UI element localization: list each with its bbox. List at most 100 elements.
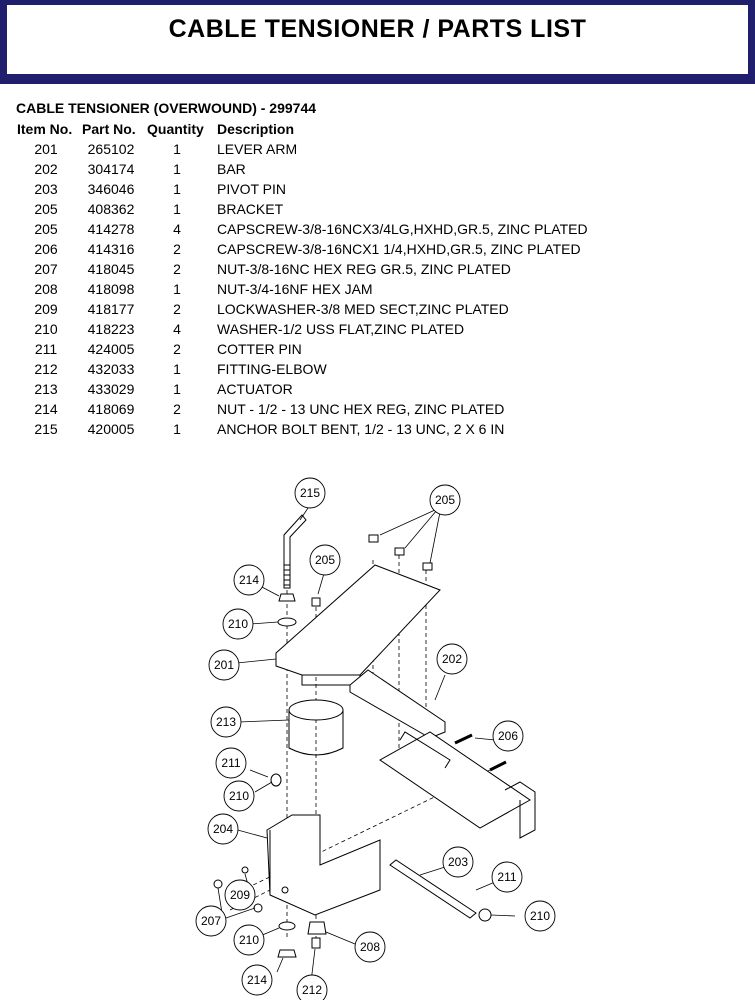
- table-header-row: Item No. Part No. Quantity Description: [14, 119, 592, 139]
- item-no-cell: 211: [34, 341, 58, 357]
- lockwasher-left: [241, 866, 249, 874]
- description-cell: COTTER PIN: [217, 341, 302, 357]
- part-no-cell: 418045: [87, 261, 135, 277]
- part-no-cell: 346046: [87, 181, 135, 197]
- item-no-cell: 201: [34, 141, 58, 157]
- capscrew-single: [311, 597, 321, 607]
- svg-text:208: 208: [360, 940, 380, 954]
- callouts: 215 205 205 214 210 201 202 213 206 211 …: [195, 477, 556, 1000]
- table-row: 201 265102 1 LEVER ARM: [14, 139, 592, 159]
- description-cell: BAR: [217, 161, 246, 177]
- actuator: [288, 699, 344, 756]
- description-cell: ANCHOR BOLT BENT, 1/2 - 13 UNC, 2 X 6 IN: [217, 421, 505, 437]
- nut-left: [213, 879, 223, 889]
- svg-text:210: 210: [239, 933, 259, 947]
- item-no-cell: 215: [34, 421, 58, 437]
- page-title: CABLE TENSIONER / PARTS LIST: [168, 15, 587, 43]
- column-header-description: Description: [217, 121, 295, 137]
- callout-209: 209: [224, 879, 256, 911]
- section-title: CABLE TENSIONER (OVERWOUND) - 299744: [16, 100, 317, 116]
- pivot-bracket: [379, 731, 536, 839]
- callout-210-top: 210: [222, 608, 254, 640]
- part-no-cell: 424005: [87, 341, 135, 357]
- part-no-cell: 265102: [87, 141, 135, 157]
- svg-text:204: 204: [213, 822, 233, 836]
- quantity-cell: 2: [173, 261, 181, 277]
- quantity-cell: 1: [173, 201, 181, 217]
- anchor-bolt: [283, 514, 307, 589]
- svg-text:210: 210: [229, 789, 249, 803]
- quantity-cell: 1: [173, 181, 181, 197]
- item-no-cell: 205: [34, 201, 58, 217]
- part-no-cell: 432033: [87, 361, 135, 377]
- part-no-cell: 418177: [87, 301, 135, 317]
- callout-210-pin: 210: [524, 900, 556, 932]
- table-row: 212 432033 1 FITTING-ELBOW: [14, 359, 592, 379]
- part-no-cell: 418223: [87, 321, 135, 337]
- item-no-cell: 206: [34, 241, 58, 257]
- item-no-cell: 208: [34, 281, 58, 297]
- callout-212: 212: [296, 974, 328, 1000]
- svg-text:203: 203: [448, 855, 468, 869]
- quantity-cell: 2: [173, 341, 181, 357]
- quantity-cell: 4: [173, 221, 181, 237]
- svg-text:215: 215: [300, 486, 320, 500]
- svg-text:201: 201: [214, 658, 234, 672]
- quantity-cell: 1: [173, 361, 181, 377]
- svg-text:202: 202: [442, 652, 462, 666]
- description-cell: NUT-3/8-16NC HEX REG GR.5, ZINC PLATED: [217, 261, 511, 277]
- quantity-cell: 4: [173, 321, 181, 337]
- svg-text:214: 214: [239, 573, 259, 587]
- quantity-cell: 2: [173, 401, 181, 417]
- item-no-cell: 203: [34, 181, 58, 197]
- washer-side: [270, 773, 282, 787]
- callout-205-trio: 205: [429, 484, 461, 516]
- washer-bottom: [278, 921, 296, 931]
- item-no-cell: 212: [34, 361, 58, 377]
- item-no-cell: 207: [34, 261, 58, 277]
- header-frame: [6, 4, 749, 75]
- callout-207: 207: [195, 905, 227, 937]
- part-no-cell: 418069: [87, 401, 135, 417]
- item-no-cell: 213: [34, 381, 58, 397]
- item-no-cell: 214: [34, 401, 58, 417]
- quantity-cell: 1: [173, 141, 181, 157]
- svg-text:205: 205: [435, 493, 455, 507]
- description-cell: BRACKET: [217, 201, 284, 217]
- callout-214-bottom: 214: [241, 964, 273, 996]
- callout-215: 215: [294, 477, 326, 509]
- capscrew-trio: [368, 534, 433, 571]
- table-row: 211 424005 2 COTTER PIN: [14, 339, 592, 359]
- part-no-cell: 408362: [87, 201, 135, 217]
- description-cell: LOCKWASHER-3/8 MED SECT,ZINC PLATED: [217, 301, 509, 317]
- lever-arm: [275, 564, 441, 686]
- callout-205-single: 205: [309, 544, 341, 576]
- svg-text:214: 214: [247, 973, 267, 987]
- table-row: 207 418045 2 NUT-3/8-16NC HEX REG GR.5, ZIN…: [14, 259, 592, 279]
- callout-213: 213: [210, 706, 242, 738]
- bracket-base: [266, 814, 381, 916]
- item-no-cell: 205: [34, 221, 58, 237]
- part-no-cell: 433029: [87, 381, 135, 397]
- description-cell: LEVER ARM: [217, 141, 298, 157]
- hex-nut-bottom: [277, 949, 297, 958]
- part-no-cell: 418098: [87, 281, 135, 297]
- table-row: 203 346046 1 PIVOT PIN: [14, 179, 592, 199]
- callout-211-left: 211: [215, 747, 247, 779]
- exploded-parts-diagram: 215 205 205 214 210 201 202 213 206 211 …: [195, 477, 556, 1000]
- part-no-cell: 304174: [87, 161, 135, 177]
- svg-text:211: 211: [221, 756, 240, 770]
- description-cell: PIVOT PIN: [217, 181, 286, 197]
- jam-nut: [307, 921, 327, 935]
- part-no-cell: 420005: [87, 421, 135, 437]
- description-cell: FITTING-ELBOW: [217, 361, 327, 377]
- leader-lines: [217, 507, 516, 983]
- callout-214-top: 214: [233, 564, 265, 596]
- svg-text:206: 206: [498, 729, 518, 743]
- callout-208: 208: [354, 931, 386, 963]
- table-row: 205 408362 1 BRACKET: [14, 199, 592, 219]
